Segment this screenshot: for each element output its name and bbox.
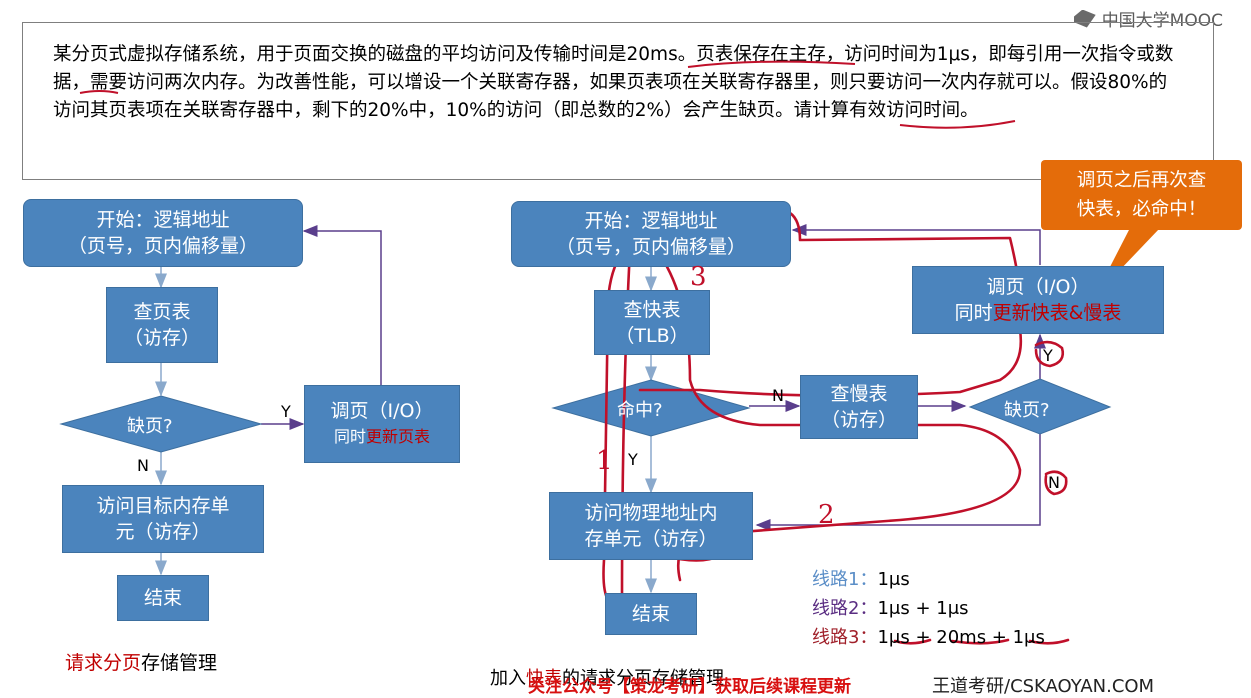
right-access-line2: 存单元（访存） [584, 528, 718, 550]
left-page-in-red: 更新页表 [366, 427, 431, 446]
left-no-label: N [137, 456, 149, 475]
left-start-line2: （页号，页内偏移量） [67, 235, 258, 257]
route-3-label: 线路3： [812, 627, 878, 648]
left-lookup-line1: 查页表 [133, 301, 191, 323]
left-lookup-line2: （访存） [123, 327, 200, 349]
route3-underline-b [950, 638, 1010, 645]
left-page-in-box: 调页（I/O） 同时更新页表 [304, 385, 460, 463]
right-arrows [749, 224, 1046, 531]
right-page-in-box: 调页（I/O） 同时更新快表&慢表 [912, 266, 1164, 334]
right-yes-label: Y [628, 450, 638, 469]
right-caption-prefix: 加入 [490, 668, 526, 689]
footer-promo: 关注公众号【策龙考研】获取后续课程更新 [528, 677, 851, 697]
right-page-in-red: 更新快表&慢表 [992, 302, 1122, 324]
right-start-line1: 开始：逻辑地址 [584, 210, 718, 232]
right-fault-diamond [968, 378, 1112, 435]
route-1-label: 线路1： [812, 569, 878, 590]
route1-number: 1 [596, 446, 613, 476]
right-fault-yes-label: Y [1043, 346, 1053, 365]
route3-underline-c [1028, 638, 1070, 645]
left-end-label: 结束 [143, 587, 182, 609]
right-page-in-line1: 调页（I/O） [986, 276, 1090, 298]
right-fault-label: 缺页? [1004, 400, 1050, 421]
right-end-box: 结束 [605, 593, 697, 635]
left-lookup-box: 查页表 （访存） [106, 287, 218, 363]
right-access-line1: 访问物理地址内 [584, 502, 718, 524]
left-start-box: 开始：逻辑地址 （页号，页内偏移量） [23, 199, 303, 267]
route3-underline-a [893, 638, 932, 645]
left-fault-label: 缺页? [127, 416, 173, 437]
callout-line2: 快表，必命中！ [1076, 199, 1207, 220]
route-2-row: 线路2：1μs + 1μs [812, 594, 969, 620]
left-access-line2: 元（访存） [115, 521, 211, 543]
route3-number: 3 [690, 262, 707, 292]
left-page-in-prefix: 同时 [333, 427, 366, 446]
right-fault-no-label: N [1048, 473, 1060, 492]
right-tlb-line2: （TLB） [615, 324, 689, 347]
route-3-value: 1μs + 20ms + 1μs [877, 627, 1045, 648]
left-end-box: 结束 [117, 575, 209, 621]
callout-bubble: 调页之后再次查 快表，必命中！ [1041, 160, 1242, 230]
route-2-value: 1μs + 1μs [877, 598, 969, 619]
route-1-value: 1μs [877, 569, 910, 590]
right-hit-label: 命中? [617, 400, 663, 421]
route-1-row: 线路1：1μs [812, 565, 910, 591]
callout-line1: 调页之后再次查 [1076, 170, 1207, 191]
left-page-in-line2: 同时更新页表 [334, 424, 430, 450]
right-start-box: 开始：逻辑地址 （页号，页内偏移量） [511, 201, 791, 267]
problem-text: 某分页式虚拟存储系统，用于页面交换的磁盘的平均访问及传输时间是20ms。页表保存… [53, 44, 1174, 121]
mooc-logo: 中国大学MOOC [1073, 6, 1223, 31]
left-caption: 请求分页存储管理 [65, 648, 217, 675]
left-start-line1: 开始：逻辑地址 [96, 209, 230, 231]
left-page-in-line1: 调页（I/O） [330, 400, 434, 422]
footer-brand: 王道考研/CSKAOYAN.COM [932, 676, 1155, 697]
right-tlb-box: 查快表 （TLB） [594, 290, 710, 355]
right-page-in-prefix: 同时 [954, 302, 993, 324]
problem-statement: 某分页式虚拟存储系统，用于页面交换的磁盘的平均访问及传输时间是20ms。页表保存… [22, 22, 1214, 180]
right-tlb-line1: 查快表 [623, 298, 681, 321]
left-access-line1: 访问目标内存单 [96, 495, 230, 517]
left-caption-black: 存储管理 [141, 652, 218, 674]
route-3-row: 线路3：1μs + 20ms + 1μs [812, 623, 1045, 649]
right-end-label: 结束 [631, 603, 670, 625]
left-fault-diamond [59, 395, 263, 453]
right-caption-suffix: 的请求分页存储管理 [562, 668, 724, 689]
route2-number: 2 [818, 500, 835, 530]
route-2-label: 线路2： [812, 598, 878, 619]
right-start-line2: （页号，页内偏移量） [555, 236, 746, 258]
right-slow-line2: （访存） [820, 409, 897, 431]
mooc-logo-text: 中国大学MOOC [1101, 11, 1223, 31]
right-caption-red: 快表 [526, 668, 562, 689]
y-circle [1034, 340, 1065, 368]
left-access-box: 访问目标内存单 元（访存） [62, 485, 264, 553]
right-access-box: 访问物理地址内 存单元（访存） [549, 492, 753, 560]
right-slow-box: 查慢表 （访存） [800, 375, 918, 439]
left-caption-red: 请求分页 [65, 652, 142, 674]
left-feedback [261, 225, 382, 430]
left-yes-label: Y [281, 402, 291, 421]
right-slow-line1: 查慢表 [830, 383, 888, 405]
problem-underlines [79, 60, 1016, 129]
right-hit-diamond [551, 379, 751, 437]
n-circle [1044, 470, 1068, 496]
right-caption: 加入快表的请求分页存储管理 [490, 664, 724, 690]
right-no-label: N [772, 386, 784, 405]
right-page-in-line2: 同时更新快表&慢表 [955, 300, 1122, 326]
